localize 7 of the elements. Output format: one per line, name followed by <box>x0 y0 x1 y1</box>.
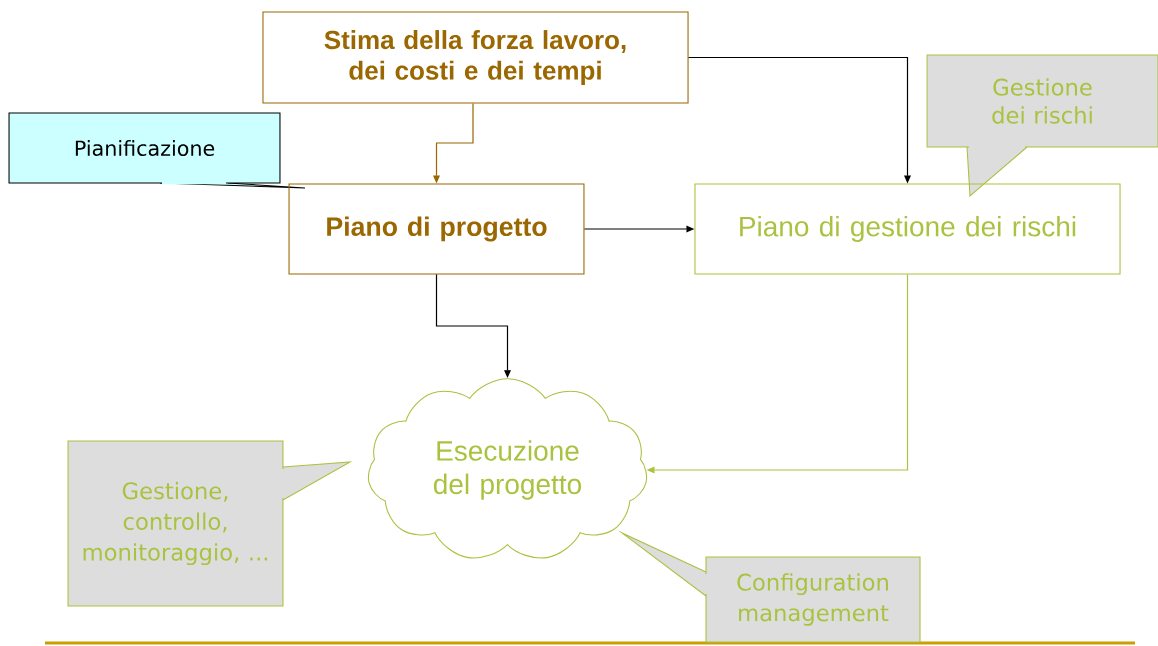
estimate-box: Stima della forza lavoro, dei costi e dei tempi <box>262 11 689 104</box>
plan-box: Piano di gestione dei rischi <box>694 183 1121 275</box>
callout-box: Gestione, controllo, monitoraggio, ... <box>67 440 353 607</box>
callout-box: Pianificazione <box>8 112 306 189</box>
callout-box: Gestione dei rischi <box>926 54 1158 198</box>
plan-box: Piano di progetto <box>288 183 585 275</box>
callout-box: Configuration management <box>617 530 921 643</box>
